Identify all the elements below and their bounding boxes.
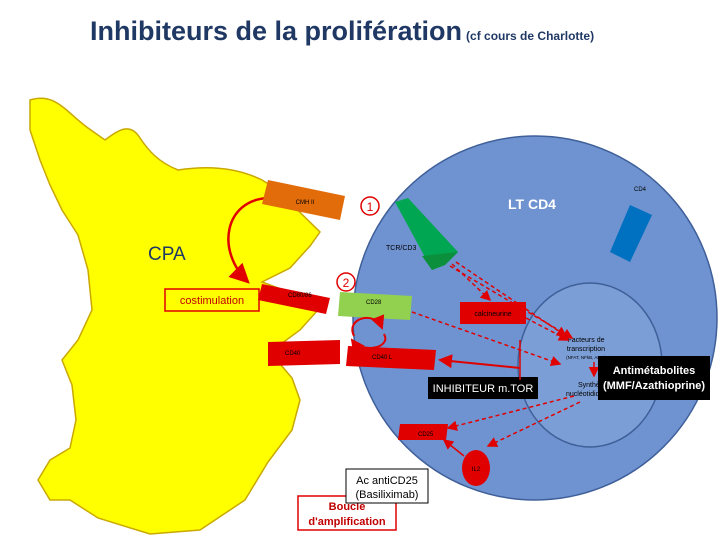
num1-circle	[360, 196, 380, 216]
facteurs-label-1: Facteurs de	[568, 337, 605, 344]
tcr-cd3-receptor	[395, 198, 458, 270]
cd40-label: CD40	[285, 351, 301, 357]
cd40-receptor	[268, 340, 340, 366]
cd40l-label: CD40 L	[372, 355, 393, 361]
facteurs-label-2: transcription	[567, 346, 605, 353]
synthese-label-2: nucléotidique	[566, 391, 607, 398]
cmh-ii-label: CMH II	[296, 200, 315, 206]
tcr-to-facteurs-arrow-2	[449, 265, 574, 339]
tcr-dark-band	[422, 252, 458, 270]
cpa-label: CPA	[148, 244, 186, 265]
antimetabolites-box	[598, 356, 710, 400]
cd25-receptor	[398, 424, 448, 440]
synthese-label-1: Synthèse	[578, 382, 607, 389]
calcineurine-to-facteurs-arrow	[525, 317, 570, 341]
nucleus-to-cd25-arrow	[446, 395, 575, 431]
title-sub: (cf cours de Charlotte)	[466, 29, 595, 43]
cd28-label: CD28	[366, 300, 382, 306]
boucle-label-2: d'amplification	[308, 516, 385, 528]
cd28-cd40l-loop	[351, 314, 385, 337]
boucle-label-1: Boucle	[329, 501, 366, 513]
num2-circle	[336, 272, 356, 292]
il2-to-cd25-arrow	[442, 439, 465, 457]
facteurs-label-3: (NFAT, NFkB, AP-1)	[566, 355, 606, 360]
page-title: Inhibiteurs de la prolifération(cf cours…	[90, 16, 594, 47]
cd80-86-label: CD80/86	[288, 293, 312, 299]
mtor-label: INHIBITEUR m.TOR	[433, 383, 534, 395]
mtor-box	[428, 377, 538, 399]
num1-label: 1	[367, 200, 374, 214]
il2-circle	[462, 450, 490, 486]
ac-anticd25-label-1: Ac antiCD25	[356, 475, 418, 487]
cd25-label: CD25	[418, 432, 434, 438]
cpa-cell	[29, 97, 321, 535]
cmh-ii-receptor	[262, 180, 345, 220]
tcr-to-calcineurine-arrow	[451, 263, 492, 302]
tcr-cd3-label: TCR/CD3	[386, 245, 416, 252]
costim-curve-arrow	[227, 196, 269, 284]
lt-cd4-label: LT CD4	[508, 196, 556, 212]
mtor-to-cd40l-arrow	[438, 354, 521, 369]
cd4-label: CD4	[634, 187, 647, 193]
calcineurine-box	[460, 302, 526, 324]
costimulation-label: costimulation	[180, 295, 244, 307]
ac-anticd25-box	[345, 468, 429, 504]
num2-label: 2	[343, 276, 350, 290]
cd40l-receptor	[346, 346, 436, 370]
cd28-receptor	[338, 292, 412, 320]
cd80-86-receptor	[258, 284, 330, 314]
cd4-receptor	[610, 205, 652, 262]
antimetabolites-label-2: (MMF/Azathioprine)	[603, 380, 705, 392]
title-main: Inhibiteurs de la prolifération	[90, 16, 463, 46]
tcr-to-facteurs-arrow	[455, 261, 568, 337]
ac-anticd25-label-2: (Basiliximab)	[356, 489, 419, 501]
calcineurine-label: calcineurine	[474, 311, 511, 318]
il2-label: IL2	[472, 467, 481, 473]
antimetabolites-label-1: Antimétabolites	[613, 365, 696, 377]
cd28-to-nucleus-arrow	[411, 311, 562, 366]
nucleus-to-il2-arrow	[486, 401, 581, 447]
